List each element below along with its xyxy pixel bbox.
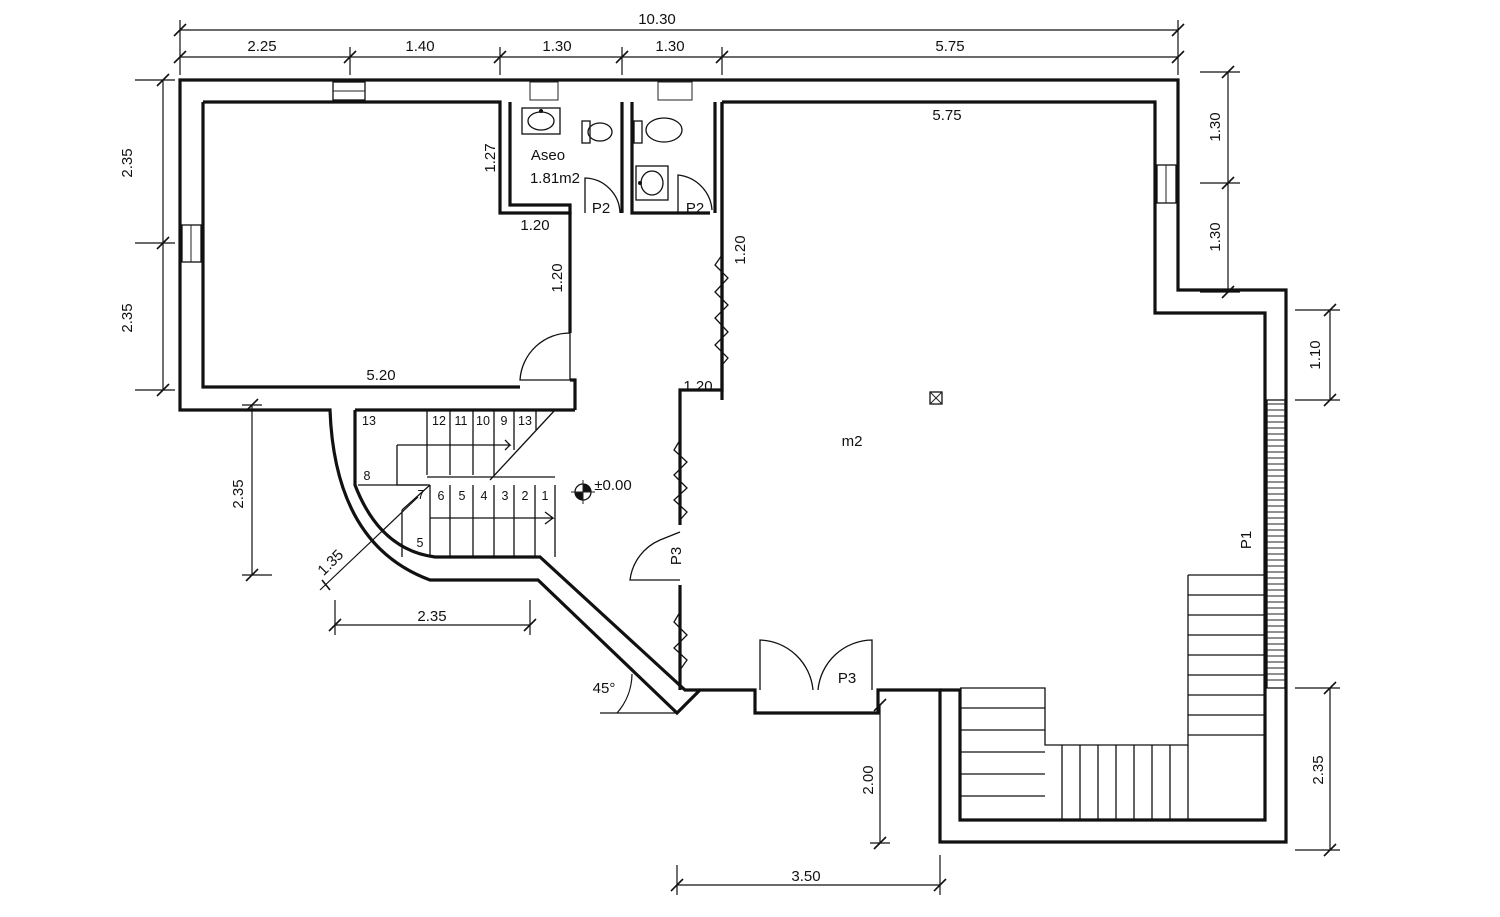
dim-top-seg-3: 1.30 <box>542 38 571 55</box>
dim-right-bottom: 2.35 <box>1310 755 1327 784</box>
dim-corridor-step: 1.20 <box>683 378 712 395</box>
stair-num: 13 <box>362 414 376 428</box>
dim-stair-left: 2.35 <box>230 479 247 508</box>
dim-top-seg-1: 2.25 <box>247 38 276 55</box>
dim-entry-left: 2.00 <box>860 765 877 794</box>
window-p1 <box>1266 399 1286 689</box>
dim-right-third: 1.10 <box>1307 340 1324 369</box>
dimension-lines <box>135 20 1340 895</box>
dim-top-seg-4: 1.30 <box>655 38 684 55</box>
stairs-exterior <box>960 574 1265 820</box>
door-p3-entry: P3 <box>838 670 856 687</box>
stair-num: 5 <box>459 489 466 503</box>
dim-main-room-top: 5.75 <box>932 107 961 124</box>
door-p2-left: P2 <box>592 200 610 217</box>
door-p2-right: P2 <box>686 200 704 217</box>
dim-stair-diag: 1.35 <box>314 546 347 579</box>
dim-right-top: 1.30 <box>1207 112 1224 141</box>
exterior-walls <box>178 78 1288 844</box>
stair-num: 3 <box>502 489 509 503</box>
stair-numbers: 13 12 11 10 9 13 8 7 6 5 4 3 2 1 5 <box>362 414 548 550</box>
bath-name: Aseo <box>531 147 565 164</box>
dim-left-lower: 2.35 <box>119 303 136 332</box>
dim-corridor-right: 1.20 <box>732 235 749 264</box>
stair-num: 9 <box>501 414 508 428</box>
stairs-interior <box>358 409 556 557</box>
drain-icon <box>929 391 943 405</box>
level-label: ±0.00 <box>594 477 631 494</box>
stair-num: 7 <box>418 488 425 502</box>
stair-num: 8 <box>364 469 371 483</box>
dim-left-upper: 2.35 <box>119 148 136 177</box>
window-p1-label: P1 <box>1238 531 1255 549</box>
corridor <box>519 102 729 690</box>
stair-num: 2 <box>522 489 529 503</box>
dim-bath-step: 1.20 <box>520 217 549 234</box>
dim-bath-height: 1.27 <box>482 143 499 172</box>
door-p3-side: P3 <box>668 547 685 565</box>
dim-corridor-left: 1.20 <box>549 263 566 292</box>
stair-num: 4 <box>481 489 488 503</box>
stair-num: 12 <box>432 414 446 428</box>
stair-num: 6 <box>438 489 445 503</box>
stair-num: 5 <box>417 536 424 550</box>
entry-door <box>754 639 879 713</box>
stair-num: 11 <box>455 414 468 428</box>
window-p1-hatching <box>1267 403 1285 681</box>
main-room-label: m2 <box>842 433 863 450</box>
dim-top-seg-2: 1.40 <box>405 38 434 55</box>
stair-num: 1 <box>542 489 549 503</box>
angle-label: 45° <box>593 680 616 697</box>
dim-left-room-bottom: 5.20 <box>366 367 395 384</box>
dim-right-second: 1.30 <box>1207 222 1224 251</box>
dim-top-overall: 10.30 <box>638 11 676 28</box>
interior-dimension-text: 5.75 5.20 1.27 1.20 1.20 1.20 1.20 <box>366 107 961 395</box>
bath-area: 1.81m2 <box>530 170 580 187</box>
dim-stair-bottom: 2.35 <box>417 608 446 625</box>
dim-top-seg-5: 5.75 <box>935 38 964 55</box>
windows <box>181 81 1286 689</box>
dim-bottom-entry: 3.50 <box>791 868 820 885</box>
room-labels: Aseo 1.81m2 P2 P2 P3 P3 P1 m2 ±0.00 45° <box>530 147 1255 697</box>
stair-num: 13 <box>518 414 532 428</box>
stair-num: 10 <box>476 414 490 428</box>
level-marker <box>571 480 595 504</box>
